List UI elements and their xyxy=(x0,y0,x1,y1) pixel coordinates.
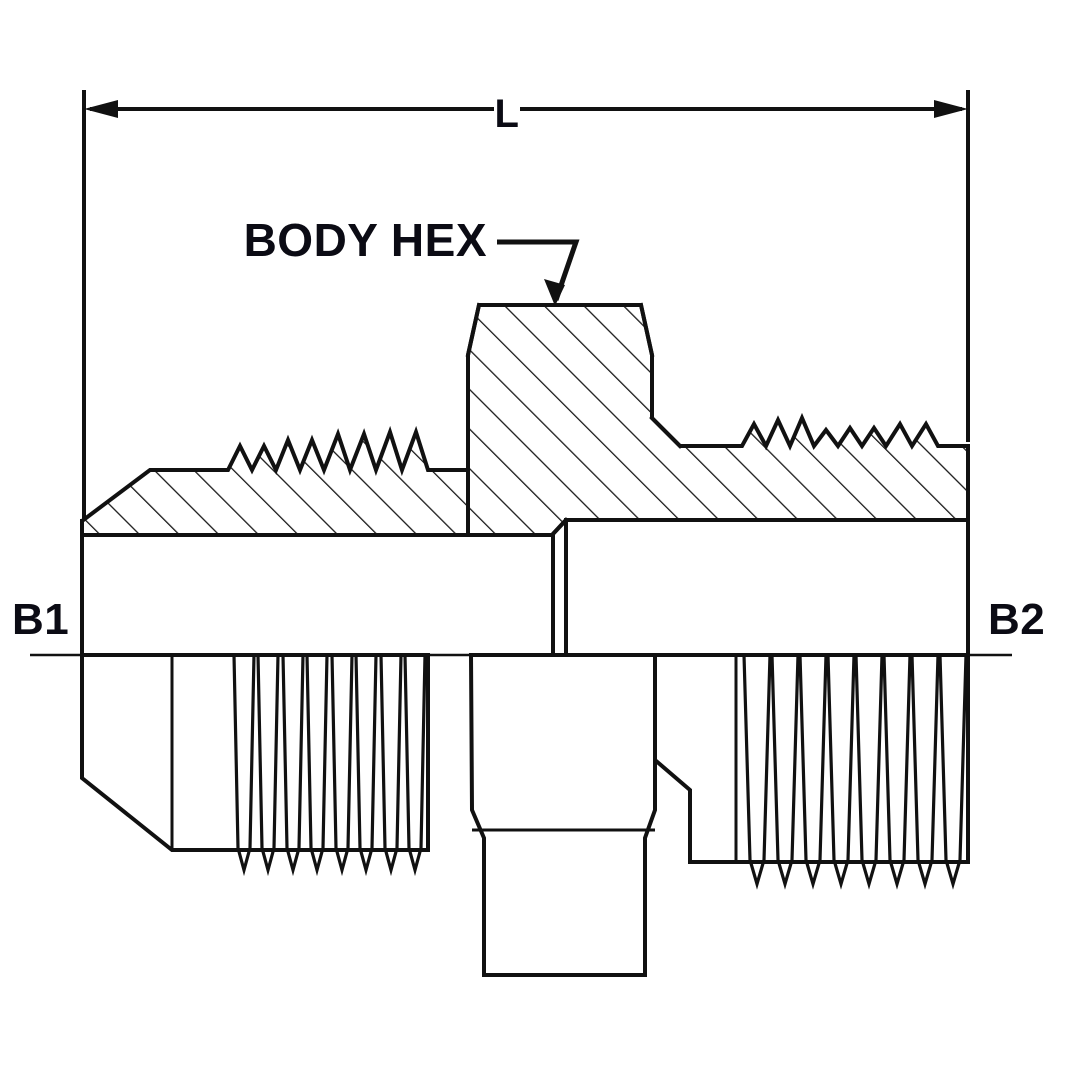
hex-to-right-thread-taper xyxy=(649,415,683,449)
leader-line-path xyxy=(497,239,580,301)
right-nose-taper xyxy=(654,758,691,792)
upper-half-section xyxy=(80,302,970,657)
center-hex-outline xyxy=(468,653,657,977)
hex-right-chamfer xyxy=(638,302,655,358)
dimension-arrow-left xyxy=(84,100,118,118)
label-body-hex: BODY HEX xyxy=(244,214,487,266)
label-b1: B1 xyxy=(12,595,69,644)
left-thread-section-body xyxy=(80,425,470,537)
hex-left-chamfer xyxy=(465,302,482,358)
left-thread-lines xyxy=(232,654,427,877)
leader-arrowhead xyxy=(544,279,565,306)
dimension-label-L: L xyxy=(495,92,520,136)
dimension-label-knockout xyxy=(494,92,520,128)
hex-boss-section-body xyxy=(466,303,970,537)
right-nose-outline xyxy=(653,653,970,864)
leader-body-hex xyxy=(497,239,580,306)
label-b2: B2 xyxy=(988,595,1045,644)
right-thread-lines xyxy=(742,654,968,890)
bore-step-chamfer xyxy=(549,517,569,538)
dimension-overall-length: L xyxy=(82,90,970,522)
dimension-arrow-right xyxy=(934,100,968,118)
lower-half-external-view xyxy=(80,653,970,977)
